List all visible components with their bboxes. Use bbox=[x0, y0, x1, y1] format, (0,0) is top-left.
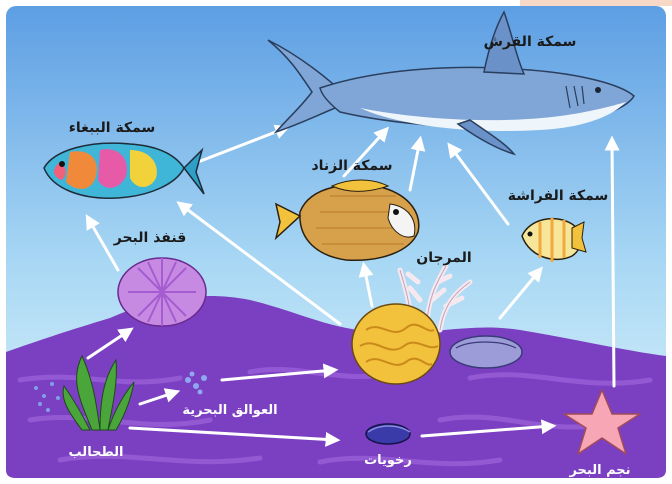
sea-urchin-illustration bbox=[118, 258, 206, 326]
starfish-label: نجم البحر bbox=[568, 463, 630, 478]
triggerfish-label: سمكة الزناد bbox=[311, 158, 392, 174]
parrotfish-label: سمكة الببغاء bbox=[69, 120, 155, 136]
mollusks-label: رخويات bbox=[364, 453, 412, 468]
top-right-tab bbox=[520, 0, 672, 6]
algae-label: الطحالب bbox=[69, 445, 124, 460]
arrow-starfish-to-shark bbox=[612, 140, 614, 386]
shark-label: سمكة القرش bbox=[484, 34, 577, 50]
coral-label: المرجان bbox=[416, 250, 471, 266]
mollusks-illustration bbox=[366, 424, 410, 444]
butterflyfish-label: سمكة الفراشة bbox=[508, 188, 609, 204]
sea-urchin-label: قنفذ البحر bbox=[113, 230, 187, 246]
plankton-label: العوالق البحرية bbox=[182, 403, 277, 418]
